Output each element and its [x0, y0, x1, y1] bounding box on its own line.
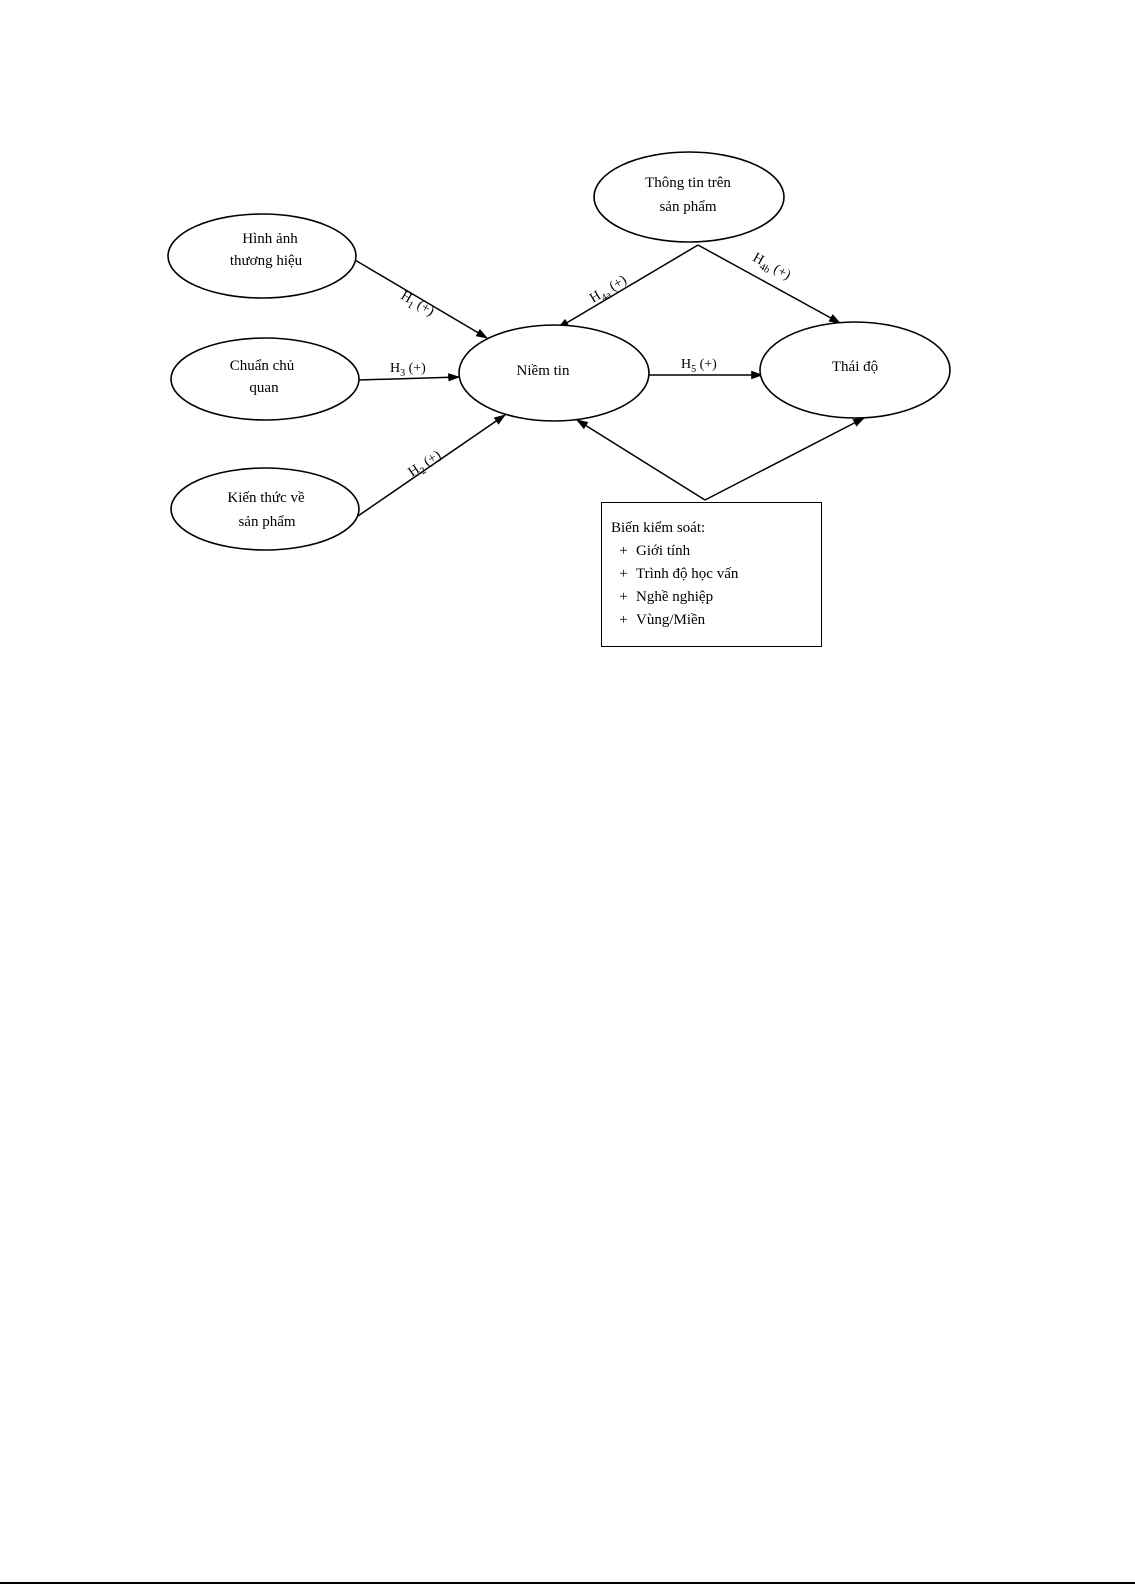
- label-h4b: H4b (+): [749, 250, 794, 286]
- node-chuan-chu-quan: Chuẩn chủ quan: [171, 338, 359, 420]
- node-niem-tin: Niềm tin: [459, 325, 649, 421]
- svg-text:quan: quan: [249, 380, 279, 396]
- svg-text:Chuẩn chủ: Chuẩn chủ: [230, 358, 295, 374]
- svg-text:Thông tin trên: Thông tin trên: [645, 175, 731, 191]
- svg-text:Niềm tin: Niềm tin: [517, 363, 570, 379]
- label-h5: H5 (+): [681, 357, 717, 375]
- bullet-plus: +: [611, 586, 636, 609]
- control-item-label: Giới tính: [636, 540, 690, 563]
- edge-h4b: [698, 245, 840, 323]
- svg-text:Thái độ: Thái độ: [832, 359, 878, 375]
- page-bottom-rule: [0, 1582, 1135, 1584]
- edge-h3: [358, 377, 459, 380]
- label-h4a: H4a (+): [587, 273, 631, 309]
- node-kien-thuc-ve-san-pham: Kiến thức về sản phẩm: [171, 468, 359, 550]
- control-item-label: Vùng/Miền: [636, 609, 705, 632]
- edge-control-thai-do: [705, 418, 864, 500]
- label-h1: H1 (+): [397, 288, 437, 322]
- node-hinh-anh-thuong-hieu: Hình ảnh thương hiệu: [168, 214, 356, 298]
- svg-text:sản phẩm: sản phẩm: [659, 199, 716, 215]
- control-item: + Giới tính: [611, 540, 821, 563]
- control-variables-box: Biến kiểm soát: + Giới tính + Trình độ h…: [601, 502, 822, 647]
- label-h2: H2 (+): [406, 448, 446, 483]
- control-item-label: Nghề nghiệp: [636, 586, 713, 609]
- control-item-label: Trình độ học vấn: [636, 563, 738, 586]
- control-item: + Vùng/Miền: [611, 609, 821, 632]
- control-item: + Nghề nghiệp: [611, 586, 821, 609]
- control-item: + Trình độ học vấn: [611, 563, 821, 586]
- bullet-plus: +: [611, 563, 636, 586]
- label-h3: H3 (+): [390, 361, 426, 379]
- edge-control-niem-tin: [577, 420, 705, 500]
- node-thong-tin-tren-san-pham: Thông tin trên sản phẩm: [594, 152, 784, 242]
- svg-text:thương hiệu: thương hiệu: [230, 253, 303, 269]
- node-thai-do: Thái độ: [760, 322, 950, 418]
- svg-text:Hình ảnh: Hình ảnh: [242, 231, 298, 247]
- svg-text:sản phẩm: sản phẩm: [238, 514, 295, 530]
- bullet-plus: +: [611, 540, 636, 563]
- control-variables-title: Biến kiểm soát:: [611, 517, 821, 540]
- bullet-plus: +: [611, 609, 636, 632]
- svg-text:Kiến thức về: Kiến thức về: [227, 490, 305, 506]
